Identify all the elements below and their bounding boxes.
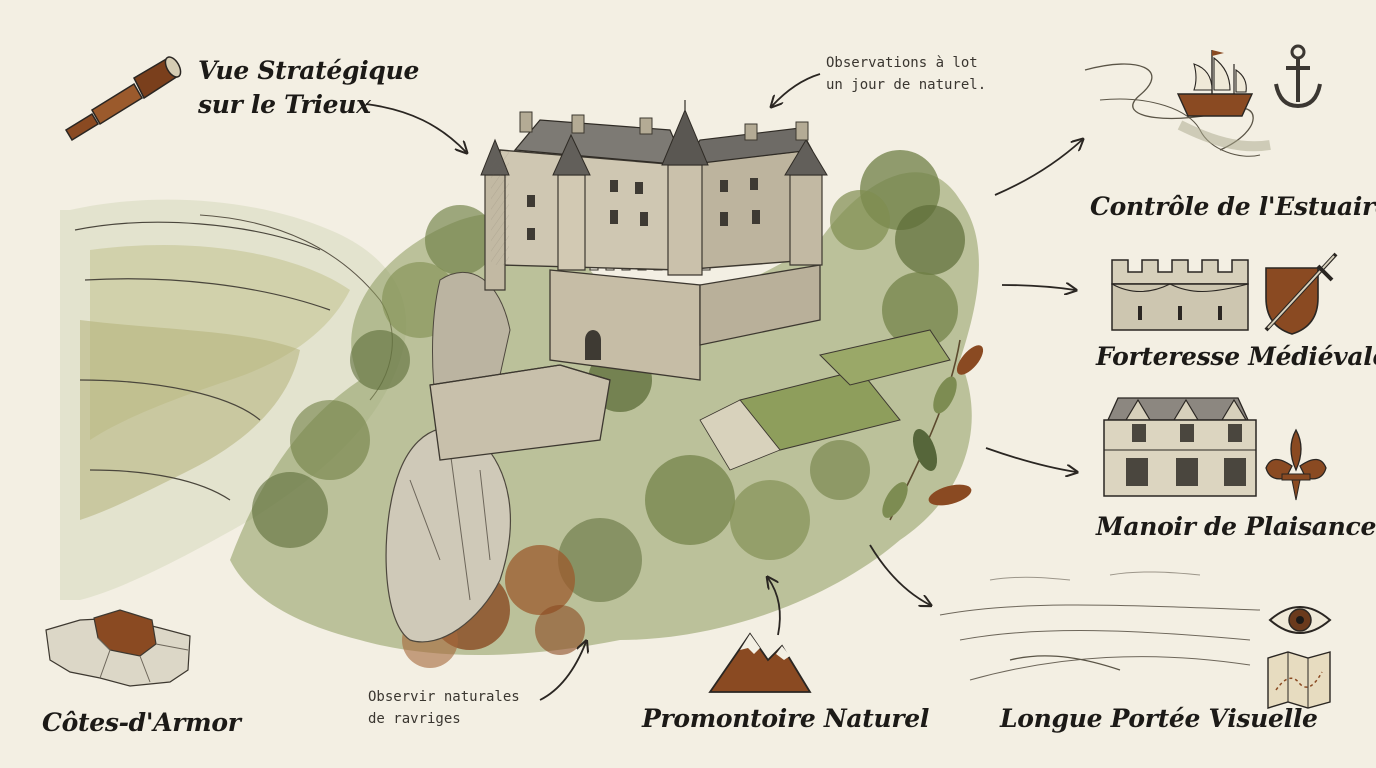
anchor-icon [1274, 44, 1322, 109]
label-strategic-view-line1: Vue Stratégique [198, 56, 420, 85]
label-medieval-fortress: Forteresse Médiévale [1096, 342, 1376, 371]
arrow-estuary [994, 140, 1082, 196]
ship-icon [1176, 50, 1254, 117]
arrow-manor [985, 447, 1076, 472]
arrow-top-note [772, 73, 821, 106]
river-landscape [60, 199, 407, 600]
fleur-de-lis-icon [1265, 428, 1327, 501]
arrow-promontory [768, 578, 781, 636]
shield-sword-icon [1264, 252, 1338, 335]
note-bottom-line1: Observir naturales [368, 689, 520, 705]
note-top-line2: un jour de naturel. [826, 77, 987, 93]
map-icon [1267, 651, 1331, 709]
castle [429, 100, 828, 461]
estuary-river-sketch [1084, 63, 1271, 157]
label-estuary-control: Contrôle de l'Estuaire [1090, 192, 1376, 221]
mountain-icon [708, 632, 812, 693]
arrow-fortress [1001, 285, 1075, 290]
brittany-map-icon [45, 609, 191, 687]
eye-icon [1268, 606, 1332, 634]
gardens [699, 329, 951, 471]
manor-icon [1103, 397, 1257, 497]
note-bottom: Observir naturales de ravriges [368, 686, 520, 730]
label-pleasure-manor: Manoir de Plaisance [1096, 512, 1376, 541]
note-top-line1: Observations à lot [826, 55, 978, 71]
label-region: Côtes-d'Armor [42, 708, 241, 737]
note-top: Observations à lot un jour de naturel. [826, 52, 986, 96]
panorama-sketch [939, 571, 1261, 681]
label-natural-promontory: Promontoire Naturel [642, 704, 930, 733]
battlement-icon [1111, 259, 1249, 331]
arrows [365, 73, 1082, 701]
label-long-view: Longue Portée Visuelle [1000, 704, 1318, 733]
arrow-bottom-note [539, 642, 586, 701]
note-bottom-line2: de ravriges [368, 711, 461, 727]
arrow-long-view [869, 544, 930, 605]
leaf-branch [882, 339, 984, 521]
label-strategic-view-line2: sur le Trieux [198, 90, 371, 119]
spyglass-icon [64, 56, 182, 142]
arrow-strategic-view [365, 103, 466, 152]
